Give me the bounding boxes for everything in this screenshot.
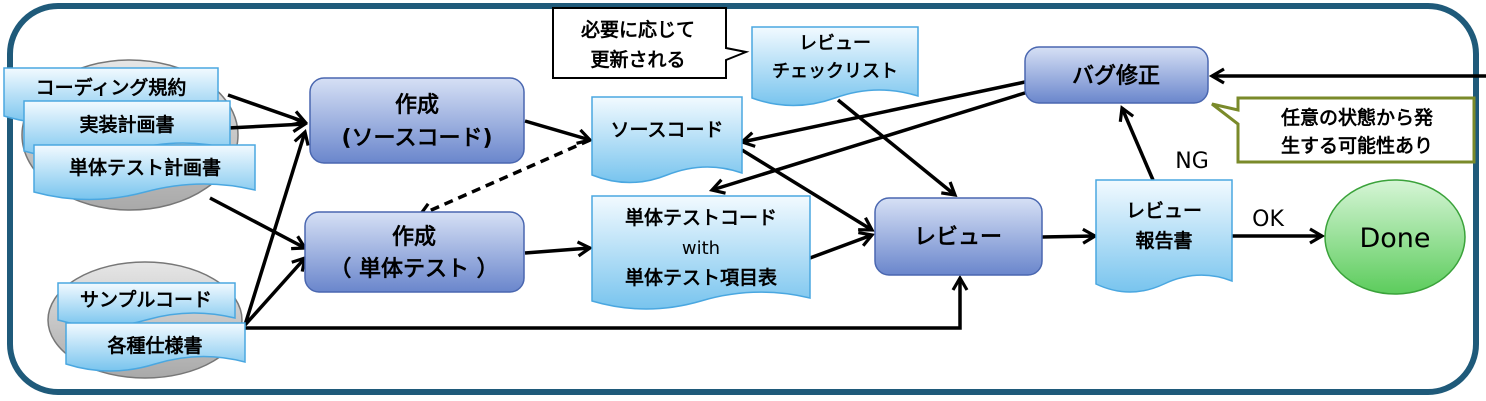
edge-label-ng: NG [1175,149,1209,174]
svg-text:バグ修正: バグ修正 [1072,63,1160,89]
doc-review-report: レビュー 報告書 [1095,179,1233,293]
doc-specs: 各種仕様書 [65,322,246,372]
doc-specs-label: 各種仕様書 [106,334,202,357]
doc-unit-test-plan: 単体テスト計画書 [33,144,256,201]
process-bug-fix: バグ修正 [1024,46,1209,104]
svg-text:(ソースコード): (ソースコード) [341,126,492,151]
svg-text:単体テスト項目表: 単体テスト項目表 [625,266,778,289]
svg-text:必要に応じて: 必要に応じて [580,18,695,41]
terminal-done: Done [1324,179,1466,295]
svg-text:作成: 作成 [392,225,436,250]
connectors [209,67,1486,330]
doc-unit-test-plan-label: 単体テスト計画書 [69,156,221,179]
svg-text:レビュー: レビュー [1126,200,1202,222]
svg-text:レビュー: レビュー [914,225,1002,250]
svg-text:with: with [682,238,720,259]
svg-text:更新される: 更新される [590,48,685,71]
svg-text:チェックリスト: チェックリスト [772,61,898,82]
doc-source-code: ソースコード [591,96,743,184]
doc-coding-rules-label: コーディング規約 [36,76,187,99]
process-review: レビュー [874,197,1043,276]
doc-sample-code-label: サンプルコード [80,288,212,311]
svg-text:生する可能性あり: 生する可能性あり [1281,134,1433,157]
svg-text:ソースコード: ソースコード [610,119,723,141]
svg-text:単体テストコード: 単体テストコード [625,206,777,229]
callout-bug: 任意の状態から発 生する可能性あり [1211,96,1476,164]
process-create-test: 作成 （ 単体テスト ） [304,211,525,293]
svg-text:レビュー: レビュー [799,33,871,54]
doc-impl-plan-label: 実装計画書 [79,113,174,136]
dashed-connector [417,138,591,219]
doc-unit-test: 単体テストコード with 単体テスト項目表 [591,195,811,310]
callout-update: 必要に応じて 更新される [552,7,750,79]
doc-review-checklist: レビュー チェックリスト [751,26,919,107]
edge-label-ok: OK [1252,207,1284,232]
process-create-source: 作成 (ソースコード) [309,77,525,164]
svg-text:任意の状態から発: 任意の状態から発 [1280,106,1434,129]
svg-text:報告書: 報告書 [1135,229,1192,252]
svg-text:Done: Done [1359,223,1430,254]
svg-text:（ 単体テスト ）: （ 単体テスト ） [329,256,498,282]
svg-text:作成: 作成 [395,93,439,118]
